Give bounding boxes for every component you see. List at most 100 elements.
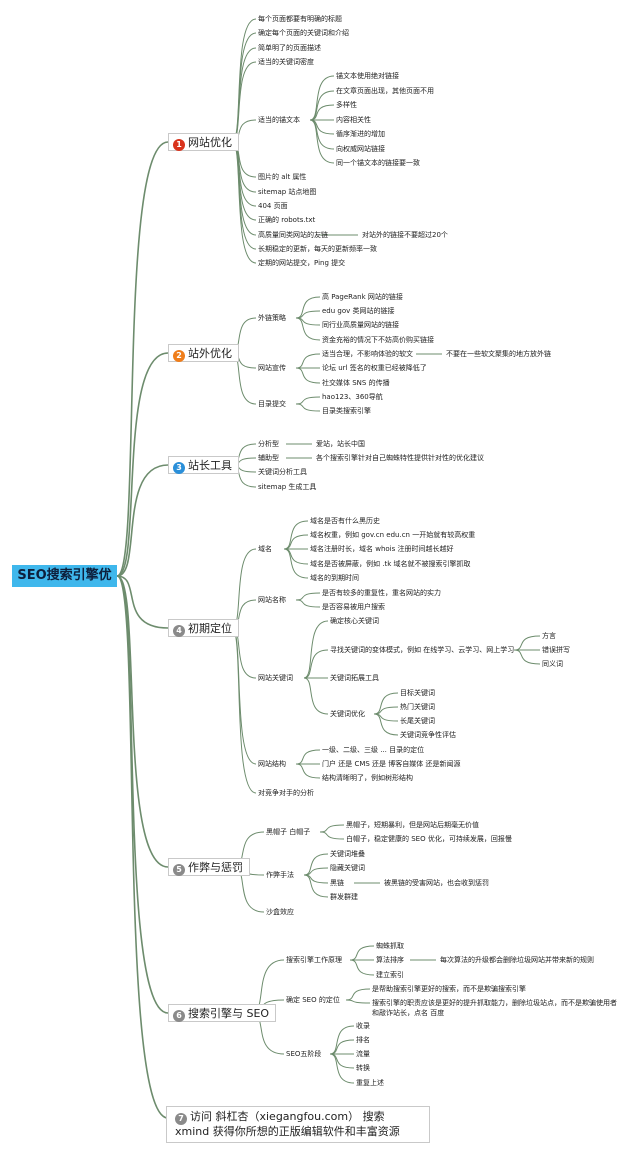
node-cheat-methods[interactable]: 作弊手法 bbox=[266, 871, 294, 879]
node-sandbox[interactable]: 沙盒效应 bbox=[266, 908, 294, 916]
node-directory-submit[interactable]: 目录提交 bbox=[258, 400, 286, 408]
node-black-links[interactable]: 黑链 bbox=[330, 879, 344, 887]
node-algorithm-upgrade[interactable]: 每次算法的升级都会删除垃圾网站并带来新的规则 bbox=[440, 956, 594, 964]
node-sitemap-generator[interactable]: sitemap 生成工具 bbox=[258, 483, 317, 491]
node-domain-weight[interactable]: 域名权重，例如 gov.cn edu.cn 一开始就有较高权重 bbox=[310, 531, 476, 539]
node-domain[interactable]: 域名 bbox=[258, 545, 272, 553]
node-name-searchable[interactable]: 是否容易被用户搜索 bbox=[322, 603, 385, 611]
node-indexed[interactable]: 收录 bbox=[356, 1022, 370, 1030]
node-white-hat[interactable]: 白帽子，稳定健康的 SEO 优化，可持续发展，回报慢 bbox=[346, 835, 512, 843]
node-traffic[interactable]: 流量 bbox=[356, 1050, 370, 1058]
node-directory-levels[interactable]: 一级、二级、三级 ... 目录的定位 bbox=[322, 746, 425, 754]
node-link-strategy[interactable]: 外链策略 bbox=[258, 314, 286, 322]
node-longtail-keyword[interactable]: 长尾关键词 bbox=[400, 717, 435, 725]
node-anchor-text[interactable]: 适当的锚文本 bbox=[258, 116, 300, 124]
node-domain-blocked[interactable]: 域名是否被屏蔽，例如 .tk 域名就不被搜索引擎抓取 bbox=[310, 560, 471, 568]
node-anchor-relevance[interactable]: 内容相关性 bbox=[336, 116, 371, 124]
node-repeat[interactable]: 重复上述 bbox=[356, 1079, 384, 1087]
node-image-alt[interactable]: 图片的 alt 属性 bbox=[258, 173, 307, 181]
node-soft-article-tip[interactable]: 不要在一些软文聚集的地方放外链 bbox=[446, 350, 551, 358]
node-black-links-penalty[interactable]: 被黑链的受害网站，也会收到惩罚 bbox=[384, 879, 489, 887]
node-anchor-absolute[interactable]: 锚文本使用绝对链接 bbox=[336, 72, 399, 80]
node-analysis-type[interactable]: 分析型 bbox=[258, 440, 279, 448]
node-tree-structure[interactable]: 结构清晰明了，例如树形结构 bbox=[322, 774, 413, 782]
node-page-title[interactable]: 每个页面都要有明确的标题 bbox=[258, 15, 342, 23]
node-core-keyword[interactable]: 确定核心关键词 bbox=[330, 617, 379, 625]
node-black-hat[interactable]: 黑帽子，短期暴利，但是网站后期毫无价值 bbox=[346, 821, 479, 829]
node-page-keywords[interactable]: 确定每个页面的关键词和介绍 bbox=[258, 29, 349, 37]
node-misspelling[interactable]: 错误拼写 bbox=[542, 646, 570, 654]
node-keyword-stuffing[interactable]: 关键词堆叠 bbox=[330, 850, 365, 858]
node-engine-principles[interactable]: 搜索引擎工作原理 bbox=[286, 956, 342, 964]
badge-4: 4 bbox=[173, 625, 185, 637]
node-directory-engines[interactable]: 目录类搜索引擎 bbox=[322, 407, 371, 415]
node-keyword-optimization[interactable]: 关键词优化 bbox=[330, 710, 365, 718]
node-ping-submit[interactable]: 定期的网站提交，Ping 提交 bbox=[258, 259, 346, 267]
node-seo-positioning[interactable]: 确定 SEO 的定位 bbox=[286, 996, 340, 1004]
node-hats[interactable]: 黑帽子 白帽子 bbox=[266, 828, 311, 836]
node-build-index[interactable]: 建立索引 bbox=[376, 971, 404, 979]
node-mass-posting[interactable]: 群发群建 bbox=[330, 893, 358, 901]
node-help-engine[interactable]: 是帮助搜索引擎更好的搜索，而不是欺骗搜索引擎 bbox=[372, 985, 526, 993]
node-anchor-gradual[interactable]: 循序渐进的增加 bbox=[336, 130, 385, 138]
node-synonym[interactable]: 同义词 bbox=[542, 660, 563, 668]
node-anchor-authority[interactable]: 向权威网站链接 bbox=[336, 145, 385, 153]
node-keyword-density[interactable]: 适当的关键词密度 bbox=[258, 58, 314, 66]
node-regular-update[interactable]: 长期稳定的更新，每天的更新频率一致 bbox=[258, 245, 377, 253]
node-soft-article[interactable]: 适当合理，不影响体验的软文 bbox=[322, 350, 413, 358]
node-sitemap[interactable]: sitemap 站点地图 bbox=[258, 188, 317, 196]
node-keyword-tools[interactable]: 关键词分析工具 bbox=[258, 468, 307, 476]
root-topic[interactable]: SEO搜索引擎优 bbox=[12, 565, 117, 587]
node-anchor-diversity[interactable]: 多样性 bbox=[336, 101, 357, 109]
node-algorithm-ranking[interactable]: 算法排序 bbox=[376, 956, 404, 964]
badge-5: 5 bbox=[173, 864, 185, 876]
node-pagerank-links[interactable]: 高 PageRank 网站的链接 bbox=[322, 293, 403, 301]
node-assist-type[interactable]: 辅助型 bbox=[258, 454, 279, 462]
node-buy-links[interactable]: 资金充裕的情况下不妨高价购买链接 bbox=[322, 336, 434, 344]
node-industry-links[interactable]: 同行业高质量网站的链接 bbox=[322, 321, 399, 329]
node-conversion[interactable]: 转换 bbox=[356, 1064, 370, 1072]
node-friend-links[interactable]: 高质量同类网站的友链 bbox=[258, 231, 328, 239]
node-portal-cms[interactable]: 门户 还是 CMS 还是 博客自媒体 还是新闻源 bbox=[322, 760, 461, 768]
node-spider-advice[interactable]: 各个搜索引擎针对自己蜘蛛特性提供针对性的优化建议 bbox=[316, 454, 484, 462]
node-hot-keyword[interactable]: 热门关键词 bbox=[400, 703, 435, 711]
node-keyword-variants[interactable]: 寻找关键词的变体模式，例如 在线学习、云学习、网上学习 bbox=[330, 646, 515, 654]
node-domain-expiry[interactable]: 域名的到期时间 bbox=[310, 574, 359, 582]
node-sns[interactable]: 社交媒体 SNS 的传播 bbox=[322, 379, 390, 387]
connector-line bbox=[319, 831, 345, 840]
node-domain-history[interactable]: 域名是否有什么黑历史 bbox=[310, 517, 380, 525]
node-404[interactable]: 404 页面 bbox=[258, 202, 288, 210]
node-forum-signature[interactable]: 论坛 url 签名的权重已经被降低了 bbox=[322, 364, 427, 372]
node-aizhan[interactable]: 爱站，站长中国 bbox=[316, 440, 365, 448]
node-engine-duty[interactable]: 搜索引擎的职责应该是更好的提升抓取能力，删除垃圾站点，而不是欺骗使用者和敲诈站长… bbox=[372, 999, 617, 1017]
node-spider-crawl[interactable]: 蜘蛛抓取 bbox=[376, 942, 404, 950]
node-robots[interactable]: 正确的 robots.txt bbox=[258, 216, 316, 224]
node-friend-links-limit[interactable]: 对站外的链接不要超过20个 bbox=[362, 231, 448, 239]
node-anchor-article[interactable]: 在文章页面出现，其他页面不用 bbox=[336, 87, 434, 95]
node-competitor-analysis[interactable]: 对竞争对手的分析 bbox=[258, 789, 314, 797]
node-domain-age[interactable]: 域名注册时长，域名 whois 注册时间越长越好 bbox=[310, 545, 454, 553]
node-dialect[interactable]: 方言 bbox=[542, 632, 556, 640]
node-anchor-consistent[interactable]: 同一个锚文本的链接要一致 bbox=[336, 159, 420, 167]
node-page-description[interactable]: 简单明了的页面描述 bbox=[258, 44, 321, 52]
node-name-duplicate[interactable]: 是否有较多的重复性，重名网站的实力 bbox=[322, 589, 441, 597]
node-keyword-expansion[interactable]: 关键词拓展工具 bbox=[330, 674, 379, 682]
node-hao123[interactable]: hao123、360导航 bbox=[322, 393, 383, 401]
node-site-structure[interactable]: 网站结构 bbox=[258, 760, 286, 768]
node-seo-five-stages[interactable]: SEO五阶段 bbox=[286, 1050, 322, 1058]
node-ranking[interactable]: 排名 bbox=[356, 1036, 370, 1044]
node-edu-gov-links[interactable]: edu gov 类网站的链接 bbox=[322, 307, 395, 315]
node-site-keywords[interactable]: 网站关键词 bbox=[258, 674, 293, 682]
node-promotion[interactable]: 网站宣传 bbox=[258, 364, 286, 372]
node-keyword-competition[interactable]: 关键词竞争性评估 bbox=[400, 731, 456, 739]
node-target-keyword[interactable]: 目标关键词 bbox=[400, 689, 435, 697]
node-hidden-keywords[interactable]: 隐藏关键词 bbox=[330, 864, 365, 872]
node-site-name[interactable]: 网站名称 bbox=[258, 596, 286, 604]
